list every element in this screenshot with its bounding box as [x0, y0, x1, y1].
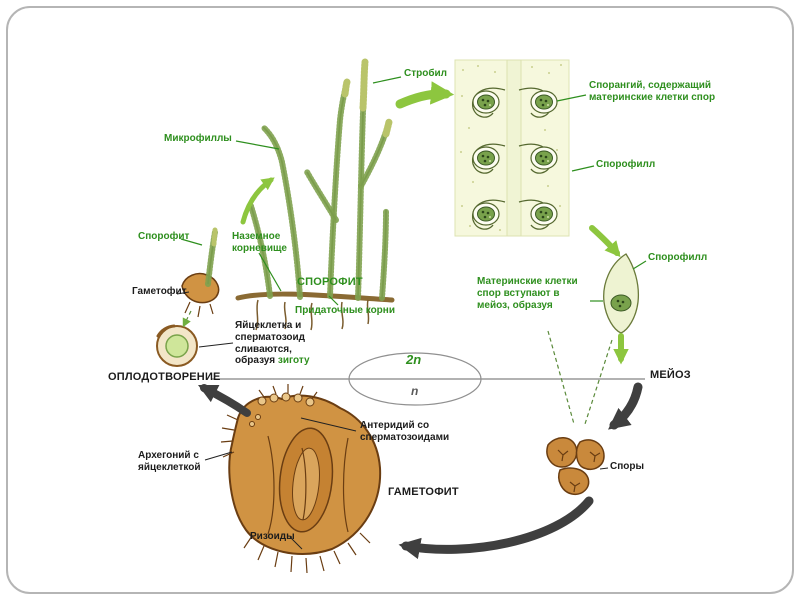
label-sporangium-note: Спорангий, содержащий материнские клетки…: [589, 80, 716, 103]
label-ground-rhizome: Наземное корневище: [232, 231, 287, 254]
label-sporophyll-lower: Спорофилл: [648, 252, 708, 263]
label-meiosis: МЕЙОЗ: [650, 369, 691, 381]
zygote-illustration: [156, 324, 198, 367]
dashed-line-to-spores-left: [547, 330, 575, 425]
label-zygote: зиготу: [277, 355, 310, 367]
gametophyte-illustration: [220, 384, 382, 574]
dashed-line-to-spores-right: [584, 339, 613, 425]
arrow-section-to-sporophyll: [589, 225, 621, 258]
arrow-gametophyte-to-fertilization: [197, 384, 251, 417]
label-egg-sperm-note-black: Яйцеклетка и сперматозоид сливаются, обр…: [235, 320, 306, 367]
label-strobilus: Стробил: [404, 68, 448, 79]
label-microphylls: Микрофиллы: [164, 133, 232, 144]
main-plant-illustration: [235, 58, 395, 331]
arrow-young-sporophyte-growth: [240, 177, 275, 225]
spores-illustration: [546, 437, 605, 496]
strobilus-section-illustration: [454, 59, 570, 237]
label-adventitious-roots: Придаточные корни: [295, 305, 395, 316]
label-antheridium: Антеридий со сперматозоидами: [360, 420, 450, 443]
label-egg-sperm-note: Яйцеклетка и сперматозоид сливаются, обр…: [235, 320, 333, 367]
label-ploidy-n: n: [411, 384, 419, 398]
label-young-sporophyte: Спорофит: [138, 231, 190, 242]
leader-lines: [176, 76, 647, 550]
label-gametophyte-stage: ГАМЕТОФИТ: [388, 486, 459, 498]
label-spores: Споры: [610, 461, 645, 472]
label-fertilization: ОПЛОДОТВОРЕНИЕ: [108, 371, 221, 383]
label-ploidy-2n: 2n: [406, 352, 422, 367]
young-sporophyte-illustration: [181, 227, 220, 318]
arrow-gametophyte-to-zygote: [182, 310, 192, 328]
label-rhizoids: Ризоиды: [250, 531, 295, 542]
label-sporophyte-stage: СПОРОФИТ: [297, 276, 363, 288]
cycle-axis: [212, 352, 645, 406]
sporophyll-illustration: [603, 253, 640, 339]
label-young-gametophyte: Гаметофит: [132, 286, 187, 297]
arrow-plant-to-section: [395, 81, 455, 109]
label-mother-cells-note: Материнские клетки спор вступают в мейоз…: [477, 276, 578, 311]
label-sporophyll-upper: Спорофилл: [596, 159, 656, 170]
arrow-meiosis-to-spores: [608, 382, 643, 430]
label-archegonium: Архегоний с яйцеклеткой: [138, 450, 201, 473]
arrow-spores-to-gametophyte: [398, 496, 594, 560]
